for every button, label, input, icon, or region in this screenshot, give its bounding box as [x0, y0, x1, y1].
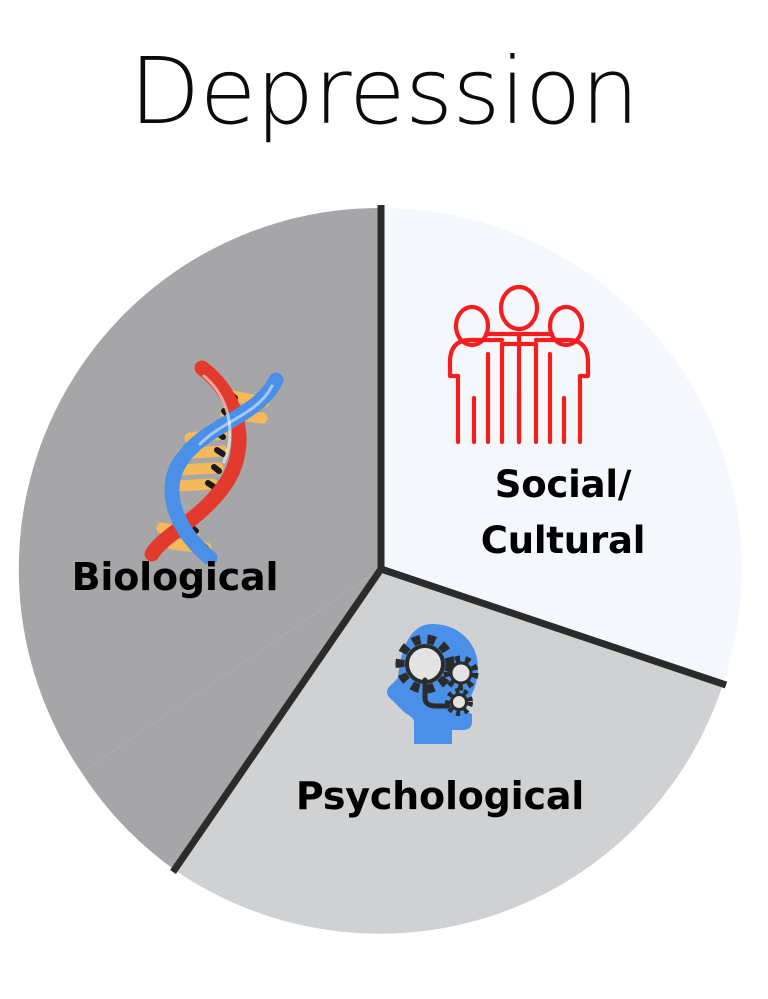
pie-label-social-line1: Social/: [494, 463, 632, 506]
pie-segment-biological[interactable]: [18, 207, 382, 773]
pie-label-psychological: Psychological: [295, 774, 585, 818]
gear-small: [445, 688, 473, 716]
people-group-icon: [444, 282, 594, 446]
pie-segment-biological-tail[interactable]: [81, 569, 381, 871]
dna-highlight-red: [202, 374, 232, 464]
dna-strand-red: [144, 360, 247, 562]
person-head-right: [547, 304, 585, 348]
person-head-center: [498, 284, 540, 332]
person-arm-right: [577, 359, 591, 379]
person-arm-left: [447, 359, 461, 379]
person-head-left: [453, 304, 491, 348]
head-gears-icon-svg: [387, 624, 479, 744]
dna-highlight-blue: [198, 384, 274, 446]
pie-label-biological: Biological: [71, 555, 279, 599]
dna-icon-svg: [144, 360, 284, 564]
divider-psychological-biological: [170, 567, 384, 874]
dna-icon: [138, 358, 314, 564]
pie-segment-social-cultural[interactable]: [381, 208, 742, 684]
person-body-left: [447, 337, 505, 365]
divider-social-psychological: [379, 565, 728, 689]
page-title: Depression: [129, 38, 639, 145]
pie-segment-psychological[interactable]: [175, 569, 724, 934]
head-gears-icon: [380, 618, 492, 762]
pie-label-social-line2: Cultural: [480, 519, 646, 563]
pie-label-social-cultural: Social/ Cultural: [438, 457, 688, 569]
pie-dividers: [170, 205, 728, 874]
gear-medium: [443, 655, 479, 691]
people-group-icon-svg: [447, 284, 591, 445]
person-body-right: [533, 337, 591, 365]
gear-connector: [422, 677, 451, 709]
